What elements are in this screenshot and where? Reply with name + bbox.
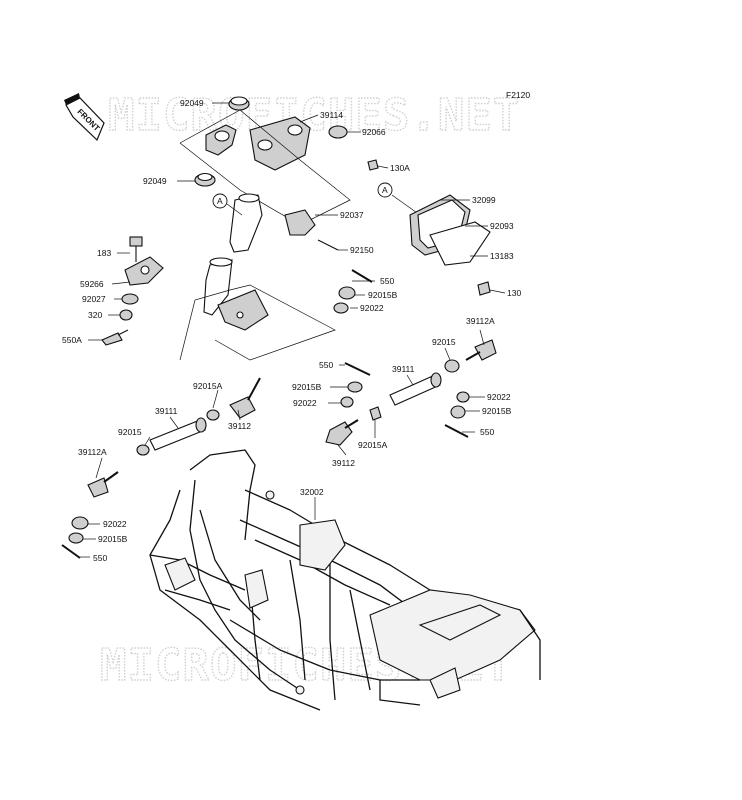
callout-92015B-r: 92015B bbox=[482, 406, 512, 416]
callout-92015A-r: 92015A bbox=[358, 440, 388, 450]
figure-code: F2120 bbox=[506, 90, 530, 100]
callout-39112-l: 39112 bbox=[228, 421, 251, 431]
callout-550-l: 550 bbox=[93, 553, 107, 563]
main-frame bbox=[149, 449, 541, 711]
callout-32099: 32099 bbox=[472, 195, 496, 205]
callout-92037: 92037 bbox=[340, 210, 364, 220]
callout-59266: 59266 bbox=[80, 279, 104, 289]
callout-92015B-a: 92015B bbox=[368, 290, 398, 300]
ref-marker-label-right: A bbox=[382, 185, 388, 195]
callout-39111-l: 39111 bbox=[155, 406, 178, 416]
callout-92022-l: 92022 bbox=[103, 519, 127, 529]
callout-92049-low: 92049 bbox=[143, 176, 167, 186]
callout-13183: 13183 bbox=[490, 251, 514, 261]
callout-92022-a: 92022 bbox=[360, 303, 384, 313]
ref-marker-right: A bbox=[377, 182, 421, 216]
callout-92015B-l: 92015B bbox=[98, 534, 128, 544]
left-bracket-parts bbox=[101, 236, 164, 346]
callout-39111-r: 39111 bbox=[392, 364, 415, 374]
callout-92150: 92150 bbox=[350, 245, 374, 255]
callout-92015B-b: 92015B bbox=[292, 382, 322, 392]
callout-92015-l: 92015 bbox=[118, 427, 142, 437]
callout-320: 320 bbox=[88, 310, 102, 320]
tie-rod-left bbox=[61, 377, 261, 559]
callout-39112-r: 39112 bbox=[332, 458, 355, 468]
handlebar-clamp-assembly bbox=[179, 96, 351, 226]
callout-550-b: 550 bbox=[319, 360, 333, 370]
ref-marker-left: A bbox=[212, 193, 243, 216]
leader-lines bbox=[80, 102, 506, 558]
callout-39112A-l: 39112A bbox=[78, 447, 107, 457]
callout-39112A-r: 39112A bbox=[466, 316, 495, 326]
callout-32002: 32002 bbox=[300, 487, 324, 497]
callout-92015-r: 92015 bbox=[432, 337, 456, 347]
callout-92022-b: 92022 bbox=[293, 398, 317, 408]
steering-shaft bbox=[179, 193, 339, 361]
callout-183: 183 bbox=[97, 248, 111, 258]
callout-130A: 130A bbox=[390, 163, 410, 173]
cover-plate-assembly bbox=[367, 159, 491, 296]
callout-39114: 39114 bbox=[320, 110, 343, 120]
callout-92015A-l: 92015A bbox=[193, 381, 223, 391]
front-arrow-icon: FRONT bbox=[64, 93, 105, 142]
callout-92027: 92027 bbox=[82, 294, 106, 304]
callout-130: 130 bbox=[507, 288, 521, 298]
callout-550-r: 550 bbox=[480, 427, 494, 437]
callout-92022-r: 92022 bbox=[487, 392, 511, 402]
callout-92066: 92066 bbox=[362, 127, 386, 137]
middle-small-parts bbox=[333, 269, 373, 408]
callout-92049-top: 92049 bbox=[180, 98, 204, 108]
callout-550-a: 550 bbox=[380, 276, 394, 286]
tie-rod-right bbox=[325, 339, 497, 446]
callout-92093: 92093 bbox=[490, 221, 514, 231]
callout-550A: 550A bbox=[62, 335, 82, 345]
callout-labels: 92049 39114 92066 92049 130A 32099 92037… bbox=[62, 98, 521, 563]
ref-marker-label-left: A bbox=[217, 196, 223, 206]
watermark-top: MICROFICHES.NET bbox=[108, 90, 520, 141]
